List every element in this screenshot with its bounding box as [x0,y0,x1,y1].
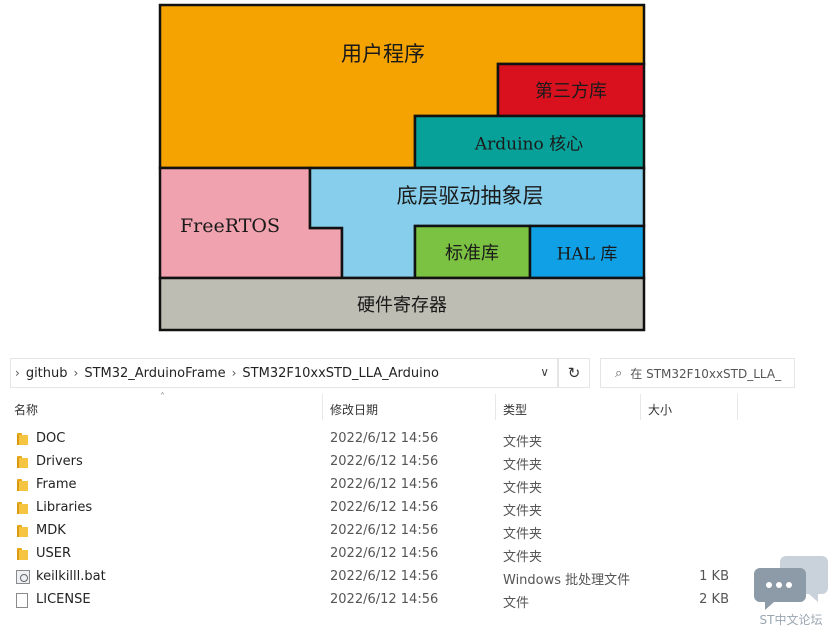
folder-icon [16,455,30,469]
file-name: keilkilll.bat [36,569,106,584]
column-header-row: ˄ 名称 修改日期 类型 大小 [0,392,740,422]
column-header-type[interactable]: 类型 [503,403,528,417]
file-row[interactable]: keilkilll.bat 2022/6/12 14:56 Windows 批处… [0,566,740,589]
label-arduino-core: Arduino 核心 [474,134,584,155]
column-header-size[interactable]: 大小 [648,403,673,417]
file-date: 2022/6/12 14:56 [330,477,439,492]
file-date: 2022/6/12 14:56 [330,431,439,446]
batch-file-icon [16,570,30,584]
refresh-icon: ↻ [567,364,581,382]
file-list: DOC 2022/6/12 14:56 文件夹 Drivers 2022/6/1… [0,428,740,612]
file-name: Drivers [36,454,83,469]
file-type: 文件夹 [503,527,543,542]
breadcrumb-github[interactable]: github [25,365,68,381]
file-type: 文件夹 [503,458,543,473]
architecture-diagram: 用户程序 第三方库 Arduino 核心 FreeRTOS 底层驱动抽象层 标准… [158,3,646,332]
column-divider[interactable] [495,394,496,420]
folder-icon [16,432,30,446]
file-row[interactable]: DOC 2022/6/12 14:56 文件夹 [0,428,740,451]
label-third-party: 第三方库 [535,81,607,102]
folder-icon [16,478,30,492]
file-date: 2022/6/12 14:56 [330,523,439,538]
folder-icon [16,524,30,538]
breadcrumb-chevron-icon[interactable]: › [15,366,20,380]
column-divider[interactable] [322,394,323,420]
watermark-text: ST中文论坛 [759,613,823,627]
file-name: DOC [36,431,66,446]
file-date: 2022/6/12 14:56 [330,454,439,469]
block-hw [158,276,646,332]
folder-icon [16,501,30,515]
file-name: MDK [36,523,66,538]
file-type: 文件夹 [503,550,543,565]
search-box[interactable]: ⌕ 在 STM32F10xxSTD_LLA_ [600,358,795,388]
column-header-name[interactable]: 名称 [14,403,39,417]
file-name: Libraries [36,500,93,515]
file-type: 文件夹 [503,504,543,519]
address-dropdown-icon[interactable]: ∨ [540,365,549,379]
sort-ascending-icon: ˄ [160,392,165,403]
file-icon [16,593,28,608]
label-abstraction: 底层驱动抽象层 [396,184,544,208]
label-freertos: FreeRTOS [180,215,280,237]
search-placeholder: 在 STM32F10xxSTD_LLA_ [630,366,782,381]
file-date: 2022/6/12 14:56 [330,569,439,584]
file-type: 文件 [503,596,530,611]
file-type: 文件夹 [503,481,543,496]
column-divider[interactable] [640,394,641,420]
address-bar[interactable]: › github › STM32_ArduinoFrame › STM32F10… [10,358,558,388]
file-row[interactable]: LICENSE 2022/6/12 14:56 文件 2 KB [0,589,740,612]
folder-icon [16,547,30,561]
refresh-button[interactable]: ↻ [558,358,590,388]
file-size: 1 KB [699,569,729,584]
file-name: LICENSE [36,592,91,607]
search-icon: ⌕ [615,365,623,381]
file-name: USER [36,546,72,561]
file-row[interactable]: USER 2022/6/12 14:56 文件夹 [0,543,740,566]
file-type: Windows 批处理文件 [503,573,631,588]
file-date: 2022/6/12 14:56 [330,546,439,561]
file-explorer: › github › STM32_ArduinoFrame › STM32F10… [0,352,838,636]
column-header-date[interactable]: 修改日期 [330,403,379,417]
breadcrumb-current-folder[interactable]: STM32F10xxSTD_LLA_Arduino [242,365,439,381]
breadcrumb-chevron-icon[interactable]: › [231,366,237,380]
column-divider[interactable] [737,394,738,420]
label-user-program: 用户程序 [341,42,425,66]
file-date: 2022/6/12 14:56 [330,500,439,515]
file-row[interactable]: Frame 2022/6/12 14:56 文件夹 [0,474,740,497]
file-row[interactable]: Libraries 2022/6/12 14:56 文件夹 [0,497,740,520]
diagram-canvas [158,3,646,332]
watermark-logo: ST中文论坛 [752,550,830,628]
label-hal: HAL 库 [556,244,618,265]
chat-bubble-icon [754,556,828,610]
label-stdlib: 标准库 [445,243,499,264]
file-type: 文件夹 [503,435,543,450]
file-name: Frame [36,477,77,492]
breadcrumb-chevron-icon[interactable]: › [73,366,79,380]
file-size: 2 KB [699,592,729,607]
label-hardware-registers: 硬件寄存器 [357,295,447,316]
file-date: 2022/6/12 14:56 [330,592,439,607]
file-row[interactable]: MDK 2022/6/12 14:56 文件夹 [0,520,740,543]
file-row[interactable]: Drivers 2022/6/12 14:56 文件夹 [0,451,740,474]
breadcrumb-stm32-arduinoframe[interactable]: STM32_ArduinoFrame [84,365,226,381]
